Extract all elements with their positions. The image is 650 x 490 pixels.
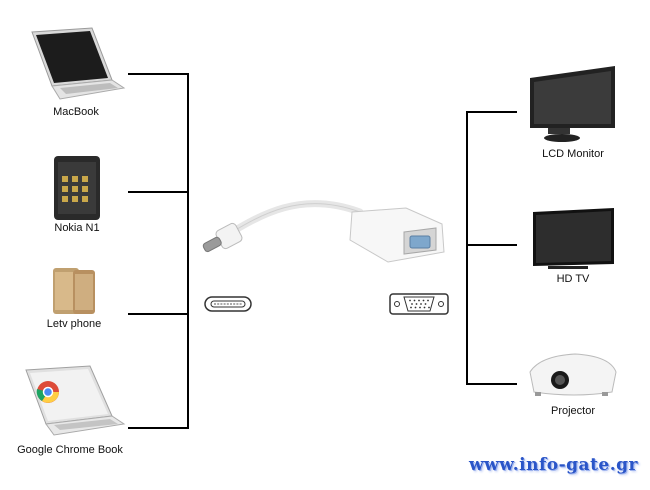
source-label-nokia: Nokia N1 (54, 222, 100, 234)
target-label-projector: Projector (550, 405, 596, 417)
usb-c-to-vga-adapter-icon (202, 200, 445, 263)
projector-icon (529, 353, 617, 396)
target-label-tv: HD TV (556, 273, 590, 285)
target-connector-lines (466, 111, 517, 385)
tablet-icon (54, 156, 100, 220)
vga-port-icon (389, 293, 449, 315)
monitor-icon (530, 66, 615, 142)
smartphone-icon (53, 268, 95, 314)
source-label-letv: Letv phone (46, 318, 102, 330)
target-label-monitor: LCD Monitor (542, 148, 604, 160)
source-connector-lines (128, 73, 189, 429)
tv-icon (533, 208, 614, 269)
source-label-macbook: MacBook (53, 106, 99, 118)
chromebook-icon (25, 365, 126, 436)
watermark: www.info-gate.gr (469, 455, 638, 475)
laptop-icon (31, 27, 126, 100)
source-label-chromebook: Google Chrome Book (17, 444, 123, 456)
usb-c-port-icon (204, 296, 252, 312)
